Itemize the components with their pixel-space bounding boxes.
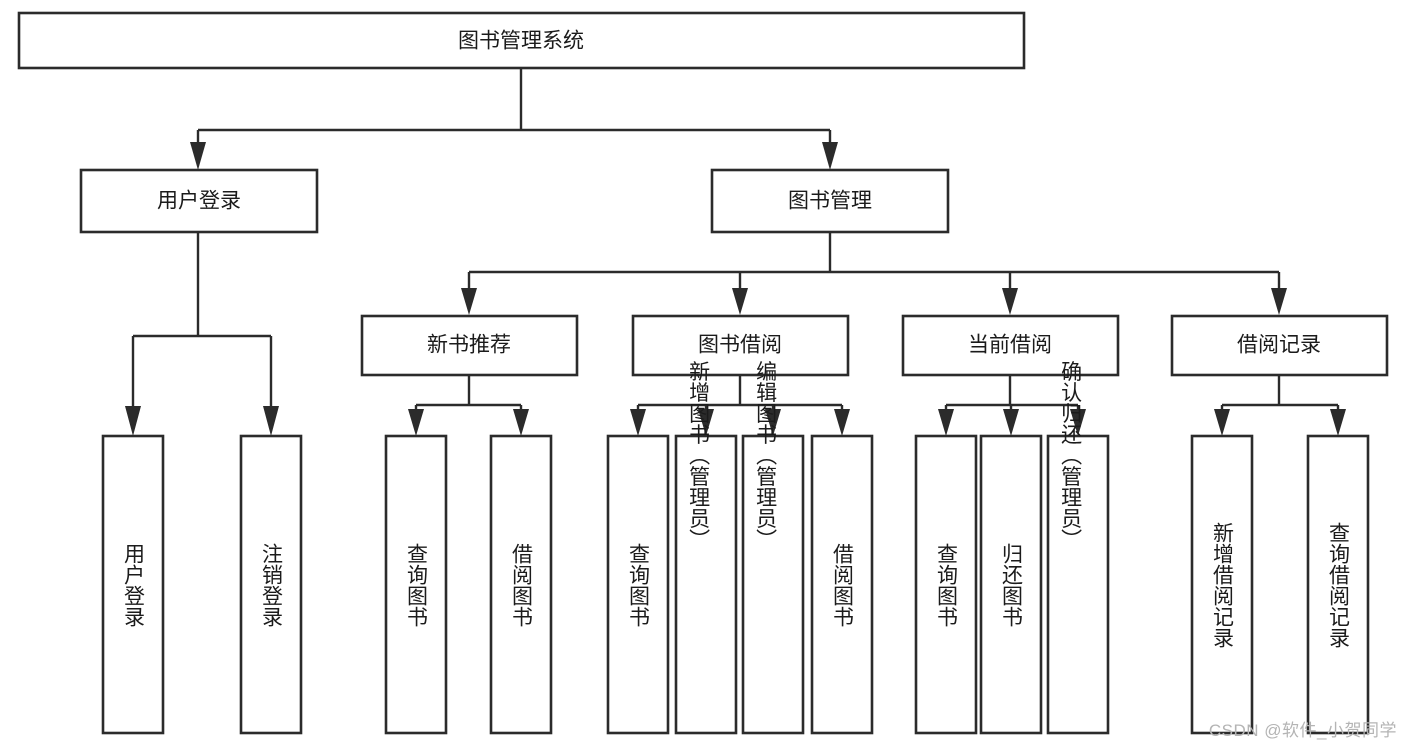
node-current-borrow-label: 当前借阅 xyxy=(968,334,1052,357)
leaf-user-login-logout[interactable]: 注销登录 xyxy=(239,434,303,735)
leaf-book-borrow-borrow-label: 借阅图书 xyxy=(831,543,855,627)
arrow-head-user-login xyxy=(190,142,206,170)
arrow-head-book-borrow-leaf4 xyxy=(834,409,850,436)
arrow-head-borrow-record xyxy=(1271,288,1287,315)
node-new-book-recommend[interactable]: 新书推荐 xyxy=(360,314,579,377)
leaf-new-book-query-label: 查询图书 xyxy=(405,543,429,627)
node-user-login-label: 用户登录 xyxy=(157,190,241,213)
arrow-head-user-login-leaf1 xyxy=(125,406,141,436)
leaf-current-borrow-query[interactable]: 查询图书 xyxy=(914,434,978,735)
leaf-book-borrow-borrow-box[interactable] xyxy=(810,434,874,735)
node-root-system-box[interactable] xyxy=(17,11,1026,70)
node-current-borrow[interactable]: 当前借阅 xyxy=(901,314,1120,377)
node-user-login-box[interactable] xyxy=(79,168,319,234)
leaf-borrow-record-query-label: 查询借阅记录 xyxy=(1327,522,1351,648)
arrow-head-book-borrow-leaf3 xyxy=(765,409,781,436)
node-root-system-label: 图书管理系统 xyxy=(458,30,584,53)
leaf-book-borrow-add-label: 新增图书（管理员） xyxy=(687,361,711,550)
leaf-book-borrow-add-box[interactable] xyxy=(674,434,738,735)
leaf-borrow-record-query-box[interactable] xyxy=(1306,434,1370,735)
leaf-book-borrow-query-box[interactable] xyxy=(606,434,670,735)
leaf-current-borrow-return[interactable]: 归还图书 xyxy=(979,434,1043,735)
leaf-book-borrow-query[interactable]: 查询图书 xyxy=(606,434,670,735)
arrow-head-book-borrow-leaf1 xyxy=(630,409,646,436)
connector-group-current-borrow xyxy=(938,375,1086,436)
node-book-manage-label: 图书管理 xyxy=(788,190,872,213)
arrow-head-new-book-leaf2 xyxy=(513,409,529,436)
leaf-borrow-record-add-label: 新增借阅记录 xyxy=(1211,522,1235,648)
leaf-current-borrow-return-box[interactable] xyxy=(979,434,1043,735)
leaf-borrow-record-query[interactable]: 查询借阅记录 xyxy=(1306,434,1370,735)
leaf-book-borrow-query-label: 查询图书 xyxy=(627,543,651,627)
node-new-book-recommend-box[interactable] xyxy=(360,314,579,377)
connector-group-new-book xyxy=(408,375,529,436)
leaf-book-borrow-edit-box[interactable] xyxy=(741,434,805,735)
leaf-new-book-borrow-label: 借阅图书 xyxy=(510,543,534,627)
node-book-borrow[interactable]: 图书借阅 xyxy=(631,314,850,377)
arrow-head-current-borrow-leaf1 xyxy=(938,409,954,436)
leaf-book-borrow-edit[interactable]: 编辑图书（管理员） xyxy=(741,361,805,735)
node-borrow-record-label: 借阅记录 xyxy=(1237,334,1321,357)
node-book-manage[interactable]: 图书管理 xyxy=(710,168,950,234)
node-current-borrow-box[interactable] xyxy=(901,314,1120,377)
arrow-head-book-borrow xyxy=(732,288,748,315)
leaf-user-login-login-label: 用户登录 xyxy=(122,543,146,627)
arrow-head-book-borrow-leaf2 xyxy=(698,409,714,436)
leaf-current-borrow-confirm[interactable]: 确认归还（管理员） xyxy=(1046,361,1110,735)
node-book-borrow-box[interactable] xyxy=(631,314,850,377)
arrow-head-book-manage xyxy=(822,142,838,170)
leaf-user-login-logout-label: 注销登录 xyxy=(260,543,284,627)
leaf-new-book-borrow[interactable]: 借阅图书 xyxy=(489,434,553,735)
leaf-user-login-login[interactable]: 用户登录 xyxy=(101,434,165,735)
arrow-head-user-login-leaf2 xyxy=(263,406,279,436)
leaf-new-book-query[interactable]: 查询图书 xyxy=(384,434,448,735)
arrow-head-current-borrow xyxy=(1002,288,1018,315)
arrow-head-borrow-record-leaf2 xyxy=(1330,409,1346,436)
arrow-head-borrow-record-leaf1 xyxy=(1214,409,1230,436)
leaf-user-login-logout-box[interactable] xyxy=(239,434,303,735)
node-book-manage-box[interactable] xyxy=(710,168,950,234)
connector-group-user-login xyxy=(125,232,279,436)
leaf-current-borrow-query-box[interactable] xyxy=(914,434,978,735)
leaf-user-login-login-box[interactable] xyxy=(101,434,165,735)
node-book-borrow-label: 图书借阅 xyxy=(698,334,782,357)
leaf-new-book-query-box[interactable] xyxy=(384,434,448,735)
connector-group-borrow-record xyxy=(1214,375,1346,436)
leaf-borrow-record-add-box[interactable] xyxy=(1190,434,1254,735)
connector-group-book-borrow xyxy=(630,375,850,436)
arrow-head-current-borrow-leaf3 xyxy=(1070,409,1086,436)
node-root-system[interactable]: 图书管理系统 xyxy=(17,11,1026,70)
leaf-book-borrow-edit-label: 编辑图书（管理员） xyxy=(754,361,778,550)
leaf-current-borrow-confirm-label: 确认归还（管理员） xyxy=(1059,361,1083,550)
connector-group-book-manage xyxy=(461,232,1287,315)
leaf-current-borrow-return-label: 归还图书 xyxy=(1000,543,1024,627)
leaf-current-borrow-confirm-box[interactable] xyxy=(1046,434,1110,735)
node-borrow-record-box[interactable] xyxy=(1170,314,1389,377)
leaf-book-borrow-borrow[interactable]: 借阅图书 xyxy=(810,434,874,735)
node-new-book-recommend-label: 新书推荐 xyxy=(427,334,511,357)
leaf-book-borrow-add[interactable]: 新增图书（管理员） xyxy=(674,361,738,735)
leaf-current-borrow-query-label: 查询图书 xyxy=(935,543,959,627)
node-user-login[interactable]: 用户登录 xyxy=(79,168,319,234)
arrow-head-current-borrow-leaf2 xyxy=(1003,409,1019,436)
node-borrow-record[interactable]: 借阅记录 xyxy=(1170,314,1389,377)
leaf-borrow-record-add[interactable]: 新增借阅记录 xyxy=(1190,434,1254,735)
connector-group-root xyxy=(190,68,838,170)
arrow-head-new-book-leaf1 xyxy=(408,409,424,436)
arrow-head-new-book xyxy=(461,288,477,315)
leaf-new-book-borrow-box[interactable] xyxy=(489,434,553,735)
